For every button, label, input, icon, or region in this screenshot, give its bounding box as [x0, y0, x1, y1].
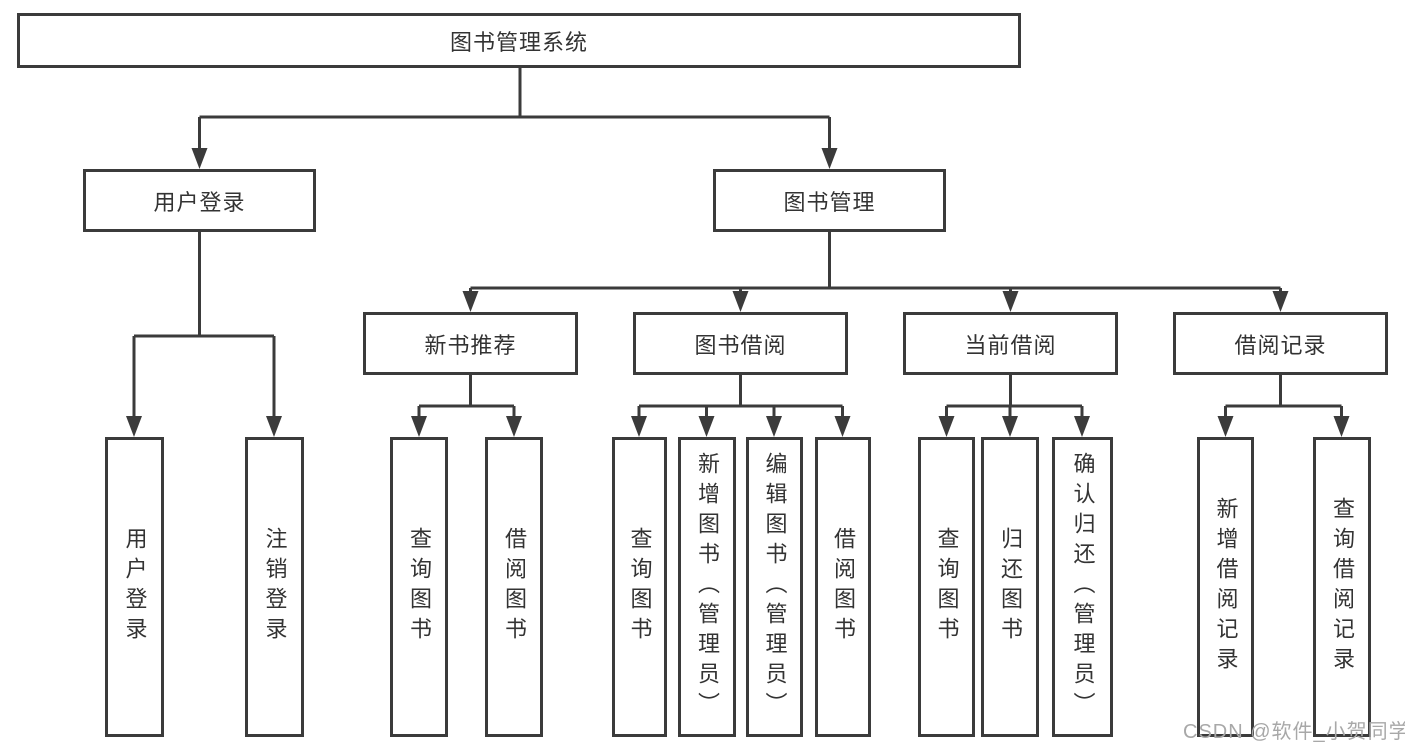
csdn-watermark: CSDN @软件_小贺同学 [1183, 721, 1405, 743]
node-current-borrowing-label: 当前借阅 [964, 332, 1057, 358]
node-user-login-label: 用户登录 [153, 189, 246, 215]
leaf-add-book-admin: 新增图书（管理员） [678, 437, 736, 737]
leaf-borrow-books-1-label: 借阅图书 [502, 527, 527, 647]
leaf-user-login: 用户登录 [105, 437, 164, 737]
leaf-query-books-1: 查询图书 [390, 437, 448, 737]
leaf-query-borrow-record-label: 查询借阅记录 [1330, 497, 1355, 677]
node-borrowing-records: 借阅记录 [1173, 312, 1388, 375]
leaf-edit-book-admin: 编辑图书（管理员） [746, 437, 803, 737]
leaf-query-books-2: 查询图书 [612, 437, 667, 737]
leaf-borrow-books-1: 借阅图书 [485, 437, 543, 737]
node-new-book-recommendation-label: 新书推荐 [424, 332, 517, 358]
leaf-query-books-1-label: 查询图书 [407, 527, 432, 647]
leaf-edit-book-admin-label: 编辑图书（管理员） [762, 452, 788, 722]
node-user-login: 用户登录 [83, 169, 316, 232]
node-book-management: 图书管理 [713, 169, 946, 232]
node-book-borrowing-label: 图书借阅 [694, 332, 787, 358]
leaf-add-borrow-record: 新增借阅记录 [1197, 437, 1254, 737]
node-current-borrowing: 当前借阅 [903, 312, 1118, 375]
leaf-borrow-books-2-label: 借阅图书 [831, 527, 856, 647]
node-root: 图书管理系统 [17, 13, 1021, 68]
leaf-add-borrow-record-label: 新增借阅记录 [1213, 497, 1239, 677]
leaf-return-books: 归还图书 [981, 437, 1039, 737]
leaf-logout: 注销登录 [245, 437, 304, 737]
node-root-label: 图书管理系统 [449, 29, 588, 55]
node-book-management-label: 图书管理 [783, 189, 876, 215]
node-new-book-recommendation: 新书推荐 [363, 312, 578, 375]
leaf-borrow-books-2: 借阅图书 [815, 437, 871, 737]
node-book-borrowing: 图书借阅 [633, 312, 848, 375]
leaf-query-books-2-label: 查询图书 [627, 527, 653, 647]
leaf-confirm-return-admin: 确认归还（管理员） [1052, 437, 1113, 737]
leaf-add-book-admin-label: 新增图书（管理员） [695, 452, 720, 722]
node-borrowing-records-label: 借阅记录 [1234, 332, 1327, 358]
leaf-query-borrow-record: 查询借阅记录 [1313, 437, 1371, 737]
leaf-query-books-3: 查询图书 [918, 437, 975, 737]
leaf-confirm-return-admin-label: 确认归还（管理员） [1070, 452, 1096, 722]
leaf-query-books-3-label: 查询图书 [934, 527, 960, 647]
leaf-user-login-label: 用户登录 [122, 527, 148, 647]
leaf-return-books-label: 归还图书 [998, 527, 1023, 647]
leaf-logout-label: 注销登录 [262, 527, 288, 647]
